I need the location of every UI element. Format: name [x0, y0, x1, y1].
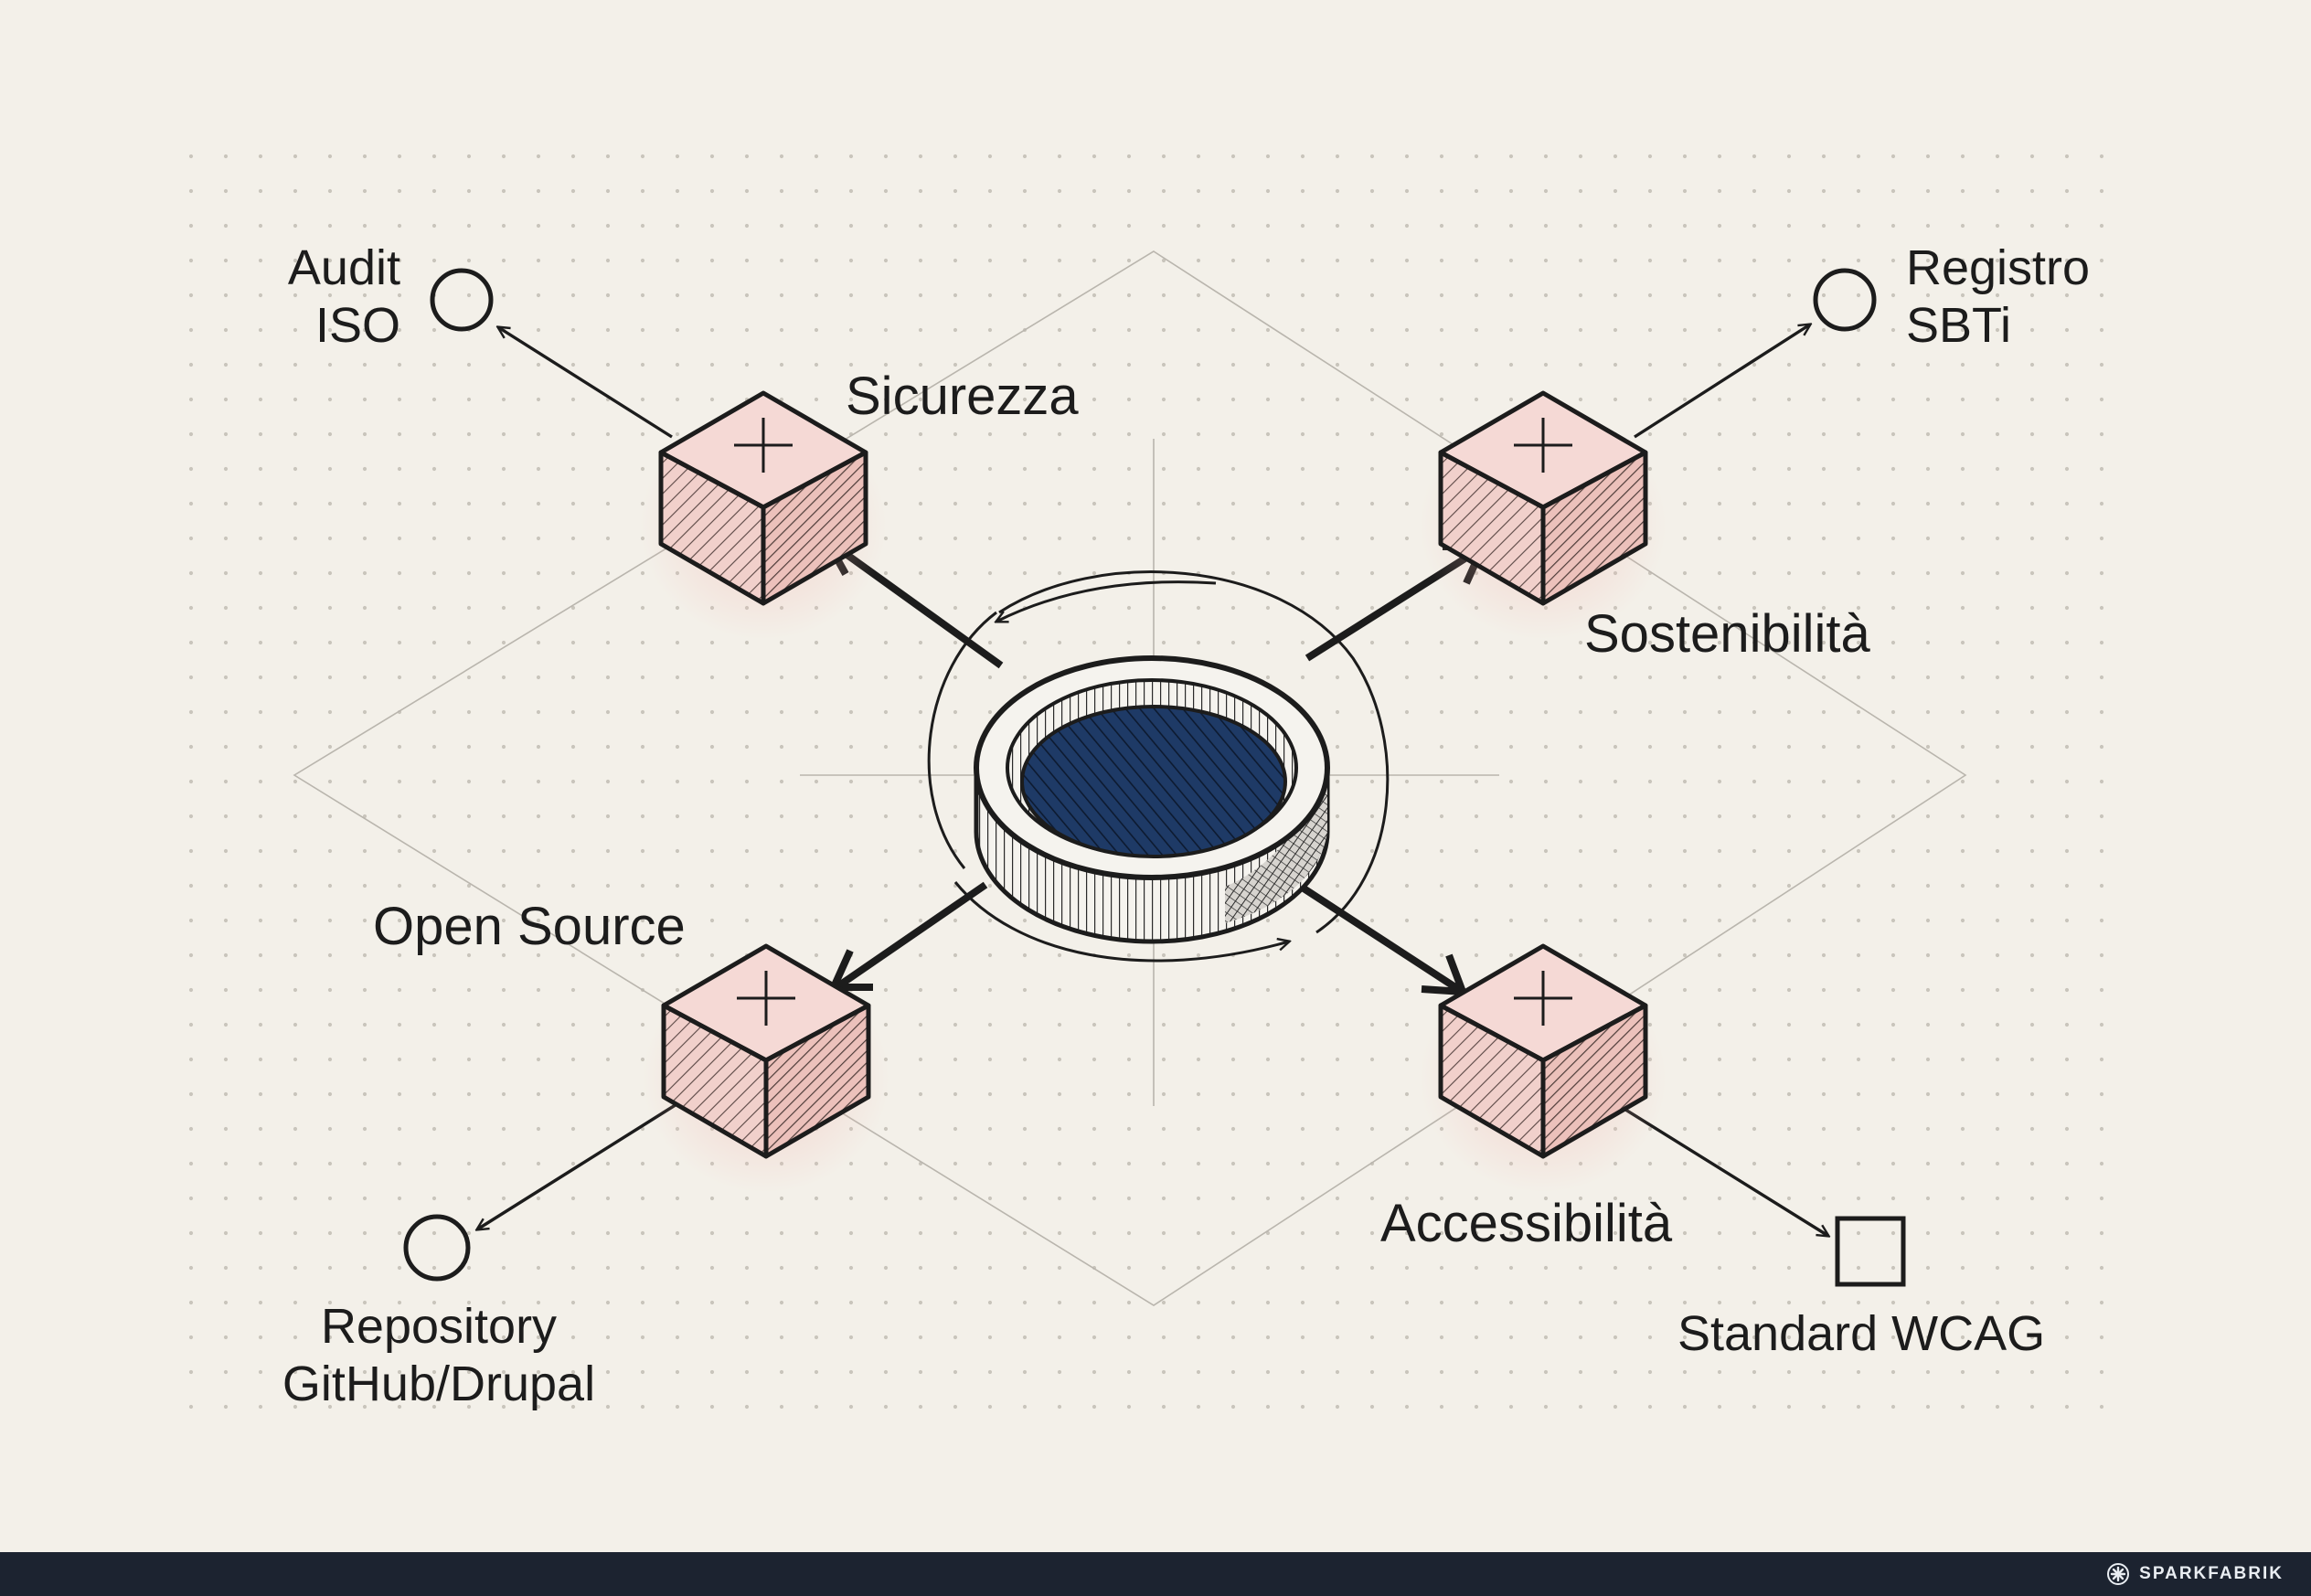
target-circle-registro-sbti [1813, 268, 1877, 332]
cube-right-face [763, 1003, 871, 1159]
pillar-label-sicurezza: Sicurezza [846, 367, 1079, 426]
guide-diamond [293, 250, 1967, 1306]
plus-icon [1514, 971, 1572, 1026]
target-label-repository: Repository GitHub/Drupal [256, 1298, 622, 1412]
orbit-arc-top [996, 580, 1217, 622]
target-line-2: GitHub/Drupal [282, 1356, 596, 1411]
target-line-1: Repository [320, 1299, 558, 1354]
cube-sicurezza [640, 390, 887, 640]
orbit-arc-inner-left [927, 611, 997, 869]
brand-name: SPARKFABRIK [2139, 1564, 2284, 1583]
pillar-label-sostenibilita: Sostenibilità [1584, 604, 1870, 664]
cube-right-face [1540, 450, 1648, 606]
target-line-2: SBTi [1906, 297, 2012, 353]
target-line-1: Registro [1906, 240, 2091, 295]
target-circle-audit-iso [430, 268, 494, 332]
target-line-1: Audit [287, 240, 400, 295]
target-line-2: ISO [314, 297, 400, 353]
hub-cylinder [974, 655, 1330, 944]
footer-bar: SPARKFABRIK [0, 1552, 2311, 1596]
cube-opensource [643, 943, 889, 1193]
connector-opensource [836, 881, 988, 989]
pillar-label-opensource: Open Source [373, 897, 686, 956]
cube-right-face [761, 450, 868, 606]
link-repository [477, 1100, 682, 1229]
brand-logo: SPARKFABRIK [2106, 1562, 2284, 1586]
target-label-standard-wcag: Standard WCAG [1677, 1306, 2046, 1361]
link-standard-wcag [1622, 1106, 1828, 1236]
connector-accessibilita [1295, 881, 1461, 993]
sparkfabrik-logo-icon [2107, 1563, 2130, 1585]
link-registro-sbti [1634, 325, 1810, 439]
hub-side-shade [1225, 768, 1327, 923]
orbit-arc-outer [998, 570, 1390, 934]
plus-icon [1514, 418, 1572, 473]
plus-icon [734, 418, 793, 473]
target-label-audit-iso: Audit ISO [288, 239, 400, 354]
cube-right-face [1540, 1003, 1648, 1159]
target-square-standard-wcag [1835, 1216, 1906, 1287]
plus-icon [737, 971, 795, 1026]
cube-sostenibilita [1420, 390, 1667, 640]
cube-accessibilita [1420, 943, 1667, 1193]
pillar-label-accessibilita: Accessibilità [1380, 1194, 1673, 1253]
link-audit-iso [498, 327, 673, 439]
hub-core [1020, 705, 1287, 858]
orbit-arc-bottom [953, 881, 1289, 963]
target-circle-repository [403, 1214, 471, 1282]
target-label-registro-sbti: Registro SBTi [1906, 239, 2090, 354]
target-connectors [477, 325, 1828, 1236]
